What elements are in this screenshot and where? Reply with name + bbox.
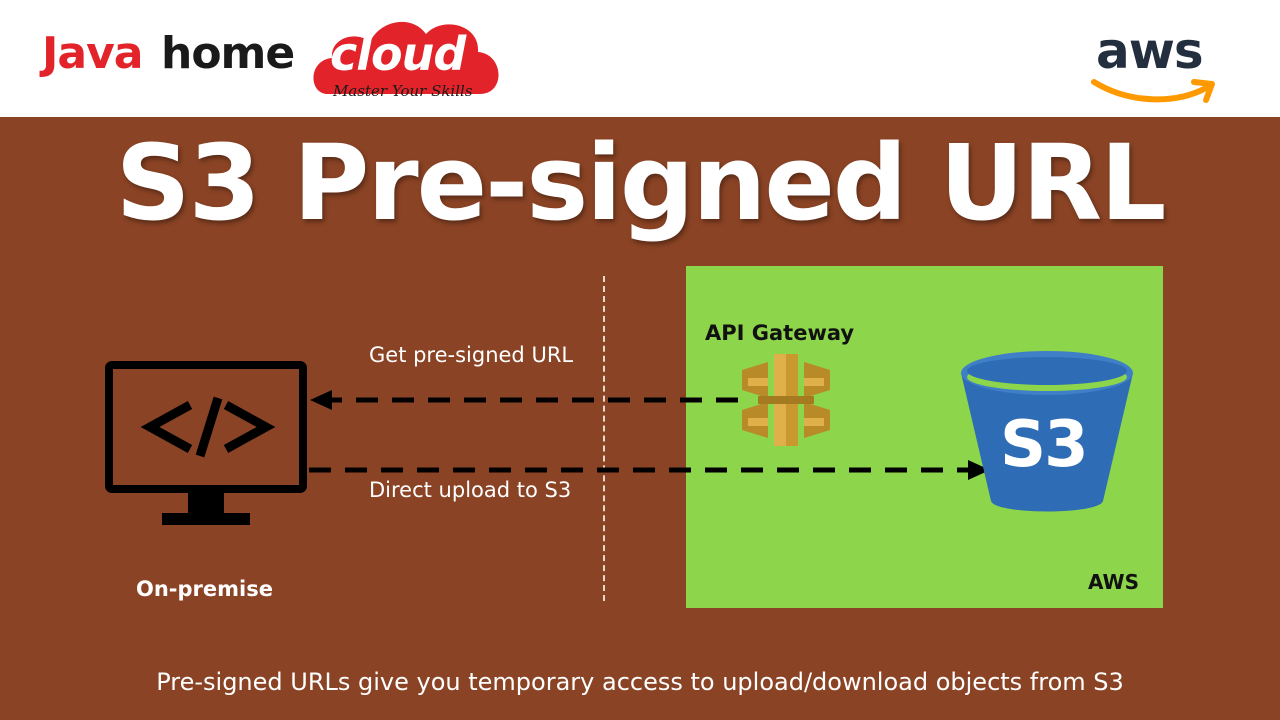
get-url-arrow [310,390,738,410]
network-boundary-divider [603,276,605,601]
direct-upload-label: Direct upload to S3 [369,478,572,502]
api-gateway-label: API Gateway [705,321,855,345]
aws-logo-text: aws [1096,22,1204,80]
logo-home-text: home [161,28,295,79]
upload-arrow [309,460,990,480]
api-gateway-icon [742,354,830,446]
slide-caption: Pre-signed URLs give you temporary acces… [156,668,1124,696]
s3-label: S3 [1000,408,1089,482]
aws-logo: aws [1090,22,1220,110]
logo-tagline: Master Your Skills [333,82,473,100]
page-title: S3 Pre-signed URL [115,122,1167,244]
logo-java-text: Java [42,28,143,79]
red-cloud-icon [313,21,499,94]
amazon-smile-icon [1091,79,1215,103]
on-premise-label: On-premise [136,577,273,601]
code-monitor-icon [105,361,307,525]
get-presigned-url-label: Get pre-signed URL [369,343,574,367]
aws-box-label: AWS [1087,570,1139,594]
logo-cloud-text: cloud [330,27,466,81]
s3-bucket-icon [961,351,1133,512]
javahomecloud-logo: Java home cloud Master Your Skills [40,0,500,110]
header-bar: Java home cloud Master Your Skills aws [0,0,1280,117]
